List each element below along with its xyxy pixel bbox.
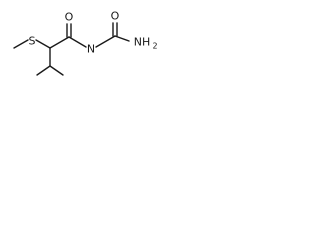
bond-urea-carbon-oxygen-double <box>112 22 118 37</box>
atom-amide-oxygen: O <box>65 11 74 24</box>
bond-urea-carbon-amine <box>114 35 130 42</box>
atom-amide-nitrogen: N <box>87 43 95 56</box>
bond-nitrogen-urea-carbon <box>95 35 116 48</box>
atom-amine-subscript: 2 <box>152 42 157 51</box>
bond-sulfur-c-alpha <box>35 39 51 49</box>
atom-urea-oxygen: O <box>111 10 120 23</box>
bond-isopropyl-methyl-b <box>49 65 64 76</box>
atom-amine-group: NH <box>134 36 151 49</box>
bond-c-alpha-carbonyl <box>49 36 70 49</box>
molecule-structure: S O N O NH 2 <box>13 10 158 76</box>
bond-carbonyl-oxygen-double <box>66 23 72 38</box>
bond-carbonyl-nitrogen <box>68 36 87 48</box>
bond-isopropyl-methyl-a <box>36 65 51 76</box>
atom-sulfur: S <box>29 35 36 48</box>
bond-methyl-sulfur <box>13 39 29 49</box>
